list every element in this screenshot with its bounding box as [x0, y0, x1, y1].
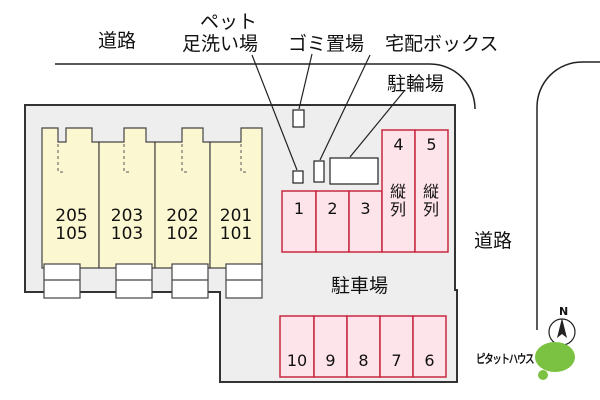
parking-number-3: 3: [360, 199, 371, 218]
unit-block-203: [98, 127, 156, 269]
parking-space-4: [381, 129, 416, 253]
pet-wash-label-line2: 足洗い場: [182, 33, 259, 55]
parking-number-7: 7: [391, 351, 402, 370]
garbage-label: ゴミ置場: [288, 33, 365, 55]
parking-number-8: 8: [358, 351, 369, 370]
compass-north-label: N: [559, 305, 569, 318]
bicycle-parking-label: 駐輪場: [387, 73, 445, 95]
parking-space-10: [279, 315, 315, 378]
storage-box: [171, 263, 209, 299]
road-label-right: 道路: [474, 230, 513, 252]
unit-lower-number: 105: [55, 223, 88, 244]
unit-lower-number: 102: [166, 223, 199, 244]
storage-box: [225, 263, 263, 299]
unit-block-205: [41, 127, 100, 269]
pet-wash-label-line1: ペット: [200, 11, 258, 33]
parking-number-6: 6: [424, 351, 435, 370]
parking-number-9: 9: [325, 351, 336, 370]
tandem-label-4: 縦列: [389, 182, 406, 220]
unit-upper-number: 205: [55, 206, 88, 226]
unit-block-201: [209, 127, 263, 269]
unit-upper-number: 201: [219, 206, 253, 226]
parking-space-5: [414, 129, 449, 253]
apartment-building: [41, 127, 263, 269]
top-road-edge: [55, 63, 476, 110]
unit-upper-number: 203: [110, 206, 144, 226]
unit-block-202: [154, 127, 211, 269]
parking-number-2: 2: [327, 199, 338, 218]
brand-name: ピタットハウス: [476, 352, 535, 366]
unit-label-205-105: 205 105: [44, 206, 99, 244]
pet-wash-marker: [292, 170, 304, 184]
delivery-box-label: 宅配ボックス: [385, 33, 499, 55]
right-road-edge: [536, 61, 600, 330]
parking-label: 駐車場: [331, 275, 389, 297]
parking-space-6: [412, 315, 447, 378]
parking-space-7: [379, 315, 414, 378]
brand-logo-icon: [535, 342, 575, 380]
unit-label-201-101: 201 101: [210, 206, 262, 244]
unit-label-203-103: 203 103: [99, 206, 155, 244]
unit-upper-number: 202: [166, 206, 199, 226]
parking-number-1: 1: [293, 199, 305, 218]
storage-box: [43, 263, 81, 299]
parking-number-4: 4: [393, 135, 404, 154]
parking-space-3: [348, 190, 383, 253]
compass-icon: [548, 318, 576, 346]
unit-lower-number: 103: [110, 223, 144, 244]
unit-label-202-102: 202 102: [155, 206, 210, 244]
delivery-box-marker: [313, 160, 325, 183]
storage-box: [115, 263, 153, 299]
unit-lower-number: 101: [219, 223, 253, 244]
tandem-label-5: 縦列: [422, 182, 439, 220]
parking-number-10: 10: [286, 351, 308, 370]
bicycle-parking-area: [329, 157, 379, 185]
parking-space-1: [281, 190, 317, 253]
garbage-marker: [292, 109, 305, 128]
parking-number-5: 5: [426, 135, 437, 154]
road-label-top: 道路: [98, 30, 137, 52]
